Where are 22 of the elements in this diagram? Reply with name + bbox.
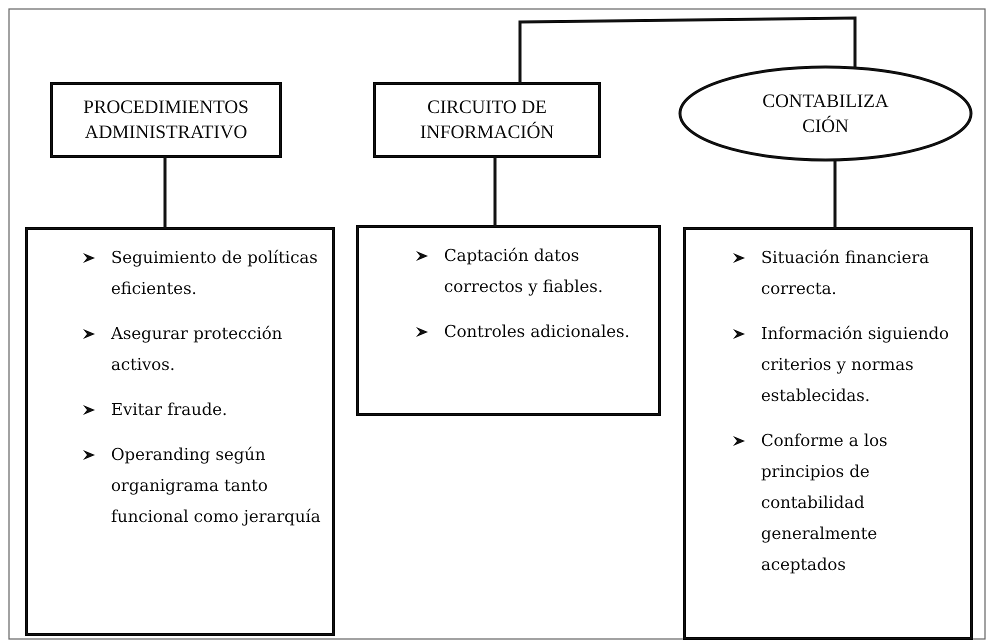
- connector-line: [834, 160, 836, 227]
- list-item-text: Evitar fraude.: [111, 399, 228, 421]
- list-item-text: Situación financiera correcta.: [761, 247, 930, 300]
- heading-text: CIRCUITO DE INFORMACIÓN: [418, 96, 556, 145]
- heading-text: CONTABILIZA CIÓN: [761, 90, 890, 138]
- list-box: [683, 227, 973, 640]
- title-box: [373, 82, 601, 158]
- heading-text: PROCEDIMIENTOS ADMINISTRATIVO: [82, 96, 250, 145]
- list-item-text: Información siguiendo criterios y normas establecidas.: [761, 323, 950, 407]
- list-item-text: Conforme a los principios de contabilidad generalmente aceptados: [761, 430, 889, 576]
- list-item-text: Operanding según organigrama tanto funcional como jerarquía: [111, 444, 322, 528]
- connector-line: [494, 158, 496, 225]
- connector-line: [518, 16, 856, 82]
- list-item-text: Captación datos correctos y fiables.: [444, 245, 604, 298]
- connector-line: [164, 158, 166, 227]
- list-box: [25, 227, 335, 636]
- title-ellipse: [678, 65, 973, 162]
- list-item-text: Controles adicionales.: [444, 321, 631, 343]
- list-item-text: Asegurar protección activos.: [111, 323, 284, 376]
- title-box: [50, 82, 282, 158]
- list-item-text: Seguimiento de políticas eficientes.: [111, 247, 319, 300]
- list-box: [356, 225, 661, 416]
